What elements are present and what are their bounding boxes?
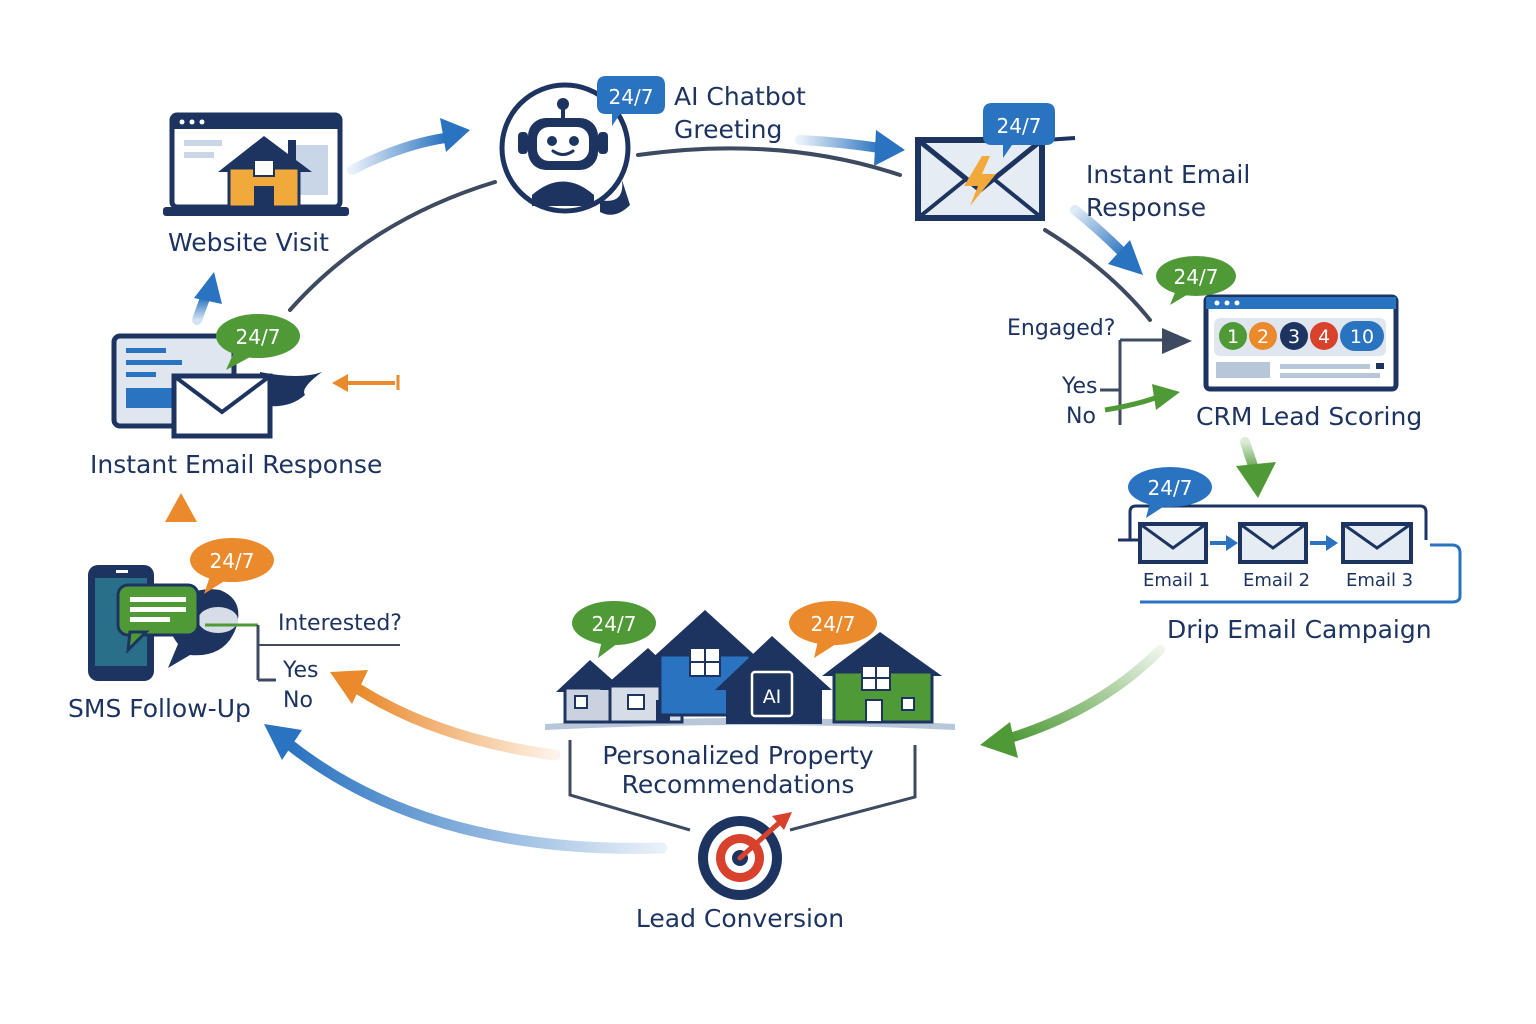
- badge-247-drip: 24/7: [1128, 467, 1212, 518]
- badge-text: 24/7: [609, 85, 654, 109]
- phone-chat-icon: [88, 565, 239, 681]
- flow-arrow-visit-to-chatbot: [347, 118, 470, 175]
- interested-yes-label: Yes: [283, 658, 319, 683]
- envelope-lightning-icon: [915, 136, 1076, 221]
- badge-text: 24/7: [236, 325, 281, 349]
- houses-icon: [545, 610, 955, 730]
- instant-email-left-label: Instant Email Response: [90, 450, 383, 479]
- email-2-label: Email 2: [1243, 570, 1311, 591]
- email-1-envelope-icon: [1138, 522, 1208, 564]
- orange-incoming-arrow: [332, 374, 400, 392]
- target-icon: [698, 812, 792, 900]
- score-3: 3: [1288, 326, 1300, 348]
- engaged-no-label: No: [1066, 404, 1096, 429]
- flow-arrow-conversion-to-sms: [264, 724, 668, 854]
- drip-arrows: [1210, 535, 1338, 551]
- badge-text: 24/7: [210, 549, 255, 573]
- score-2: 2: [1257, 326, 1269, 348]
- crm-lead-scoring-label: CRM Lead Scoring: [1196, 402, 1423, 431]
- badge-text: 24/7: [1174, 265, 1219, 289]
- badge-247-chatbot: 24/7: [597, 76, 665, 126]
- yes-branch-arrow: [1104, 384, 1180, 413]
- cycle-connector-lines: [288, 146, 1152, 322]
- engaged-yes-label: Yes: [1062, 374, 1098, 399]
- badge-247-email-top: 24/7: [983, 103, 1055, 158]
- drip-campaign-loop: [1118, 504, 1462, 604]
- property-bracket: [568, 740, 917, 832]
- sms-follow-up-label: SMS Follow-Up: [68, 694, 251, 723]
- badge-text: 24/7: [592, 612, 637, 636]
- ai-chip-label: AI: [763, 686, 782, 708]
- crm-score-circles: 1 2 3 4 10: [1219, 321, 1384, 351]
- interested-no-label: No: [283, 688, 313, 713]
- flow-arrow-sms-to-email: [165, 493, 197, 553]
- flow-arrow-drip-to-property: [980, 645, 1165, 758]
- engaged-decision-lines: [1100, 328, 1192, 425]
- badge-text: 24/7: [1148, 476, 1193, 500]
- badge-247-property-green: 24/7: [572, 601, 656, 658]
- badge-247-email-left: 24/7: [216, 314, 300, 370]
- score-1: 1: [1227, 326, 1239, 348]
- badge-247-sms: 24/7: [190, 538, 274, 594]
- flow-arrow-property-to-sms: [330, 670, 561, 761]
- interested-decision-label: Interested?: [278, 611, 402, 636]
- chatbot-label-line1: AI Chatbot: [674, 82, 806, 111]
- badge-text: 24/7: [997, 114, 1042, 138]
- website-visit-label: Website Visit: [168, 228, 329, 257]
- robot-chat-icon: [499, 82, 631, 215]
- instant-email-top-label-line1: Instant Email: [1086, 160, 1251, 189]
- property-label-line1: Personalized Property: [602, 741, 874, 770]
- email-1-label: Email 1: [1143, 570, 1211, 591]
- flow-arrow-crm-to-drip: [1236, 437, 1276, 498]
- drip-campaign-label: Drip Email Campaign: [1167, 615, 1432, 644]
- email-3-label: Email 3: [1346, 570, 1414, 591]
- chatbot-label-line2: Greeting: [674, 115, 783, 144]
- score-10: 10: [1350, 326, 1374, 348]
- property-label-line2: Recommendations: [621, 770, 855, 799]
- badge-text: 24/7: [811, 612, 856, 636]
- flow-arrow-email-to-visit: [192, 272, 222, 325]
- email-3-envelope-icon: [1341, 522, 1413, 564]
- email-2-envelope-icon: [1238, 522, 1308, 564]
- drip-envelope-icons: [1138, 522, 1413, 564]
- interested-decision-lines: [205, 623, 400, 682]
- lead-conversion-label: Lead Conversion: [635, 904, 845, 933]
- flow-arrow-email-to-crm: [1070, 205, 1143, 275]
- envelope-browser-icon: [111, 333, 322, 439]
- instant-email-top-label-line2: Response: [1086, 193, 1207, 222]
- badge-247-crm: 24/7: [1156, 256, 1236, 305]
- flow-arrow-chatbot-to-email: [795, 130, 905, 166]
- engaged-decision-label: Engaged?: [1007, 316, 1116, 341]
- house-browser-icon: [163, 112, 349, 216]
- score-4: 4: [1318, 326, 1330, 348]
- badge-247-property-orange: 24/7: [789, 601, 877, 658]
